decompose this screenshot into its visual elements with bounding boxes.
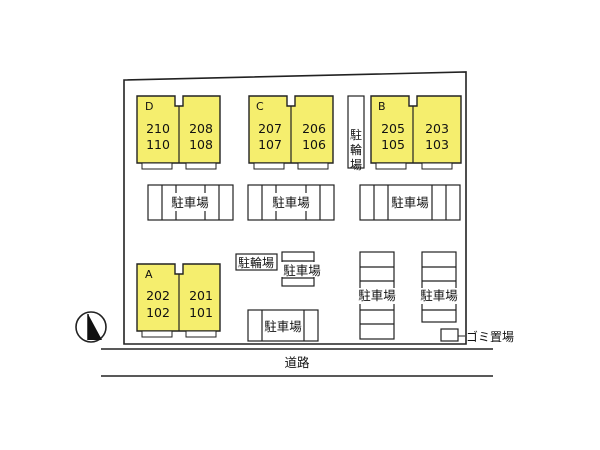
parking-label: 駐車場 (358, 288, 396, 303)
unit-number: 101 (189, 305, 213, 320)
building-b: B 205 105 203 103 (370, 95, 462, 170)
unit-number: 208 (189, 121, 213, 136)
building-letter: B (378, 100, 386, 113)
unit-number: 210 (146, 121, 170, 136)
bicycle-parking: 駐輪場 (235, 253, 278, 271)
parking-label: 駐車場 (264, 319, 302, 334)
garbage-area: ゴミ置場 (440, 328, 514, 344)
unit-number: 207 (258, 121, 282, 136)
north-arrow-icon (75, 311, 107, 343)
parking-label: 駐車場 (391, 195, 429, 210)
unit-number: 106 (302, 137, 326, 152)
road-label: 道路 (284, 355, 310, 370)
parking-label: 駐車場 (283, 263, 321, 278)
building-letter: D (145, 100, 153, 113)
building-letter: A (145, 268, 153, 281)
parking-area (359, 184, 461, 221)
bicycle-parking-char: 場 (350, 158, 362, 172)
building-letter: C (256, 100, 264, 113)
unit-number: 108 (189, 137, 213, 152)
building-c: C 207 107 206 106 (248, 95, 334, 170)
bicycle-parking-char: 輪 (350, 142, 362, 157)
parking-area (247, 309, 319, 342)
parking-area (247, 184, 335, 221)
bicycle-parking-vertical: 駐 輪 場 (347, 95, 365, 172)
parking-label: 駐車場 (420, 288, 458, 303)
parking-label: 駐車場 (272, 195, 310, 210)
unit-number: 107 (258, 137, 282, 152)
unit-number: 202 (146, 288, 170, 303)
unit-number: 203 (425, 121, 449, 136)
unit-number: 206 (302, 121, 326, 136)
bicycle-parking-char: 駐 (350, 127, 362, 142)
garbage-label: ゴミ置場 (466, 329, 514, 344)
unit-number: 102 (146, 305, 170, 320)
unit-number: 201 (189, 288, 213, 303)
parking-label: 駐車場 (171, 195, 209, 210)
building-a: A 202 102 201 101 (136, 263, 221, 338)
unit-number: 103 (425, 137, 449, 152)
bicycle-parking-label: 駐輪場 (238, 255, 274, 270)
unit-number: 110 (146, 137, 170, 152)
parking-area (421, 251, 457, 323)
unit-number: 105 (381, 137, 405, 152)
road: 道路 (101, 348, 493, 377)
parking-area (147, 184, 234, 221)
building-d: D 210 110 208 108 (136, 95, 221, 170)
unit-number: 205 (381, 121, 405, 136)
